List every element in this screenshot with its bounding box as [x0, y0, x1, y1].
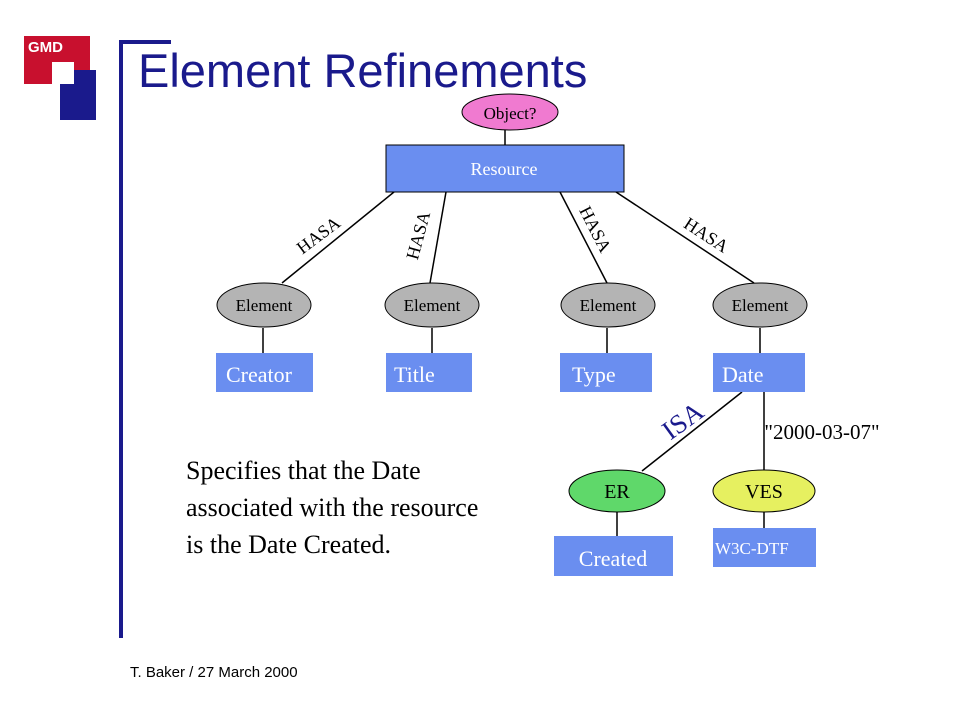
accent-bar-horizontal — [119, 40, 171, 44]
element-nodes: Element Element Element Element — [216, 282, 808, 328]
connector-lines — [262, 128, 765, 536]
er-node — [568, 469, 666, 513]
title-box — [386, 353, 472, 392]
created-box — [554, 536, 673, 576]
relation-label-1: HASA — [293, 212, 344, 257]
creator-box — [216, 353, 313, 392]
isa-label: ISA — [656, 396, 709, 446]
line-resource-element-3 — [559, 191, 608, 284]
scheme-box — [713, 528, 816, 567]
element-node-3 — [560, 282, 656, 328]
relation-label-2: HASA — [402, 209, 434, 262]
date-label: Date — [722, 362, 764, 387]
line-date-er — [641, 391, 743, 472]
ves-node — [712, 469, 816, 513]
gmd-logo: GMD — [24, 36, 96, 120]
date-box — [713, 353, 805, 392]
line-resource-element-1 — [281, 191, 395, 284]
description-line-2: associated with the resource — [186, 493, 478, 522]
creator-label: Creator — [226, 362, 293, 387]
type-label: Type — [572, 362, 616, 387]
element-node-2 — [384, 282, 480, 328]
logo-white-square — [52, 62, 74, 84]
relation-label-3: HASA — [575, 203, 615, 256]
ves-node-label: VES — [745, 481, 783, 503]
element-node-label: Element — [236, 296, 293, 315]
element-name-boxes: Creator Title Type Date — [216, 353, 805, 392]
element-node-1 — [216, 282, 312, 328]
element-node-label: Element — [580, 296, 637, 315]
description-line-3: is the Date Created. — [186, 530, 391, 559]
element-node-label: Element — [404, 296, 461, 315]
created-label: Created — [579, 546, 647, 571]
element-node-4 — [712, 282, 808, 328]
logo-text: GMD — [28, 39, 63, 56]
scheme-label: W3C-DTF — [715, 539, 789, 558]
page-title: Element Refinements — [138, 44, 587, 97]
line-resource-element-2 — [429, 191, 447, 284]
resource-node-label: Resource — [471, 159, 538, 179]
footer-credit: T. Baker / 27 March 2000 — [130, 664, 298, 681]
title-label: Title — [394, 362, 435, 387]
description-line-1: Specifies that the Date — [186, 456, 421, 485]
relation-label-4: HASA — [680, 213, 732, 256]
description: Specifies that the Date associated with … — [186, 456, 478, 559]
type-box — [560, 353, 652, 392]
element-node-label: Element — [732, 296, 789, 315]
resource-node — [385, 144, 625, 193]
line-resource-element-4 — [615, 191, 755, 284]
object-node — [461, 93, 559, 131]
date-value: "2000-03-07" — [764, 420, 879, 444]
accent-bar-vertical — [119, 40, 123, 638]
object-node-label: Object? — [484, 104, 537, 123]
er-node-label: ER — [604, 481, 630, 503]
